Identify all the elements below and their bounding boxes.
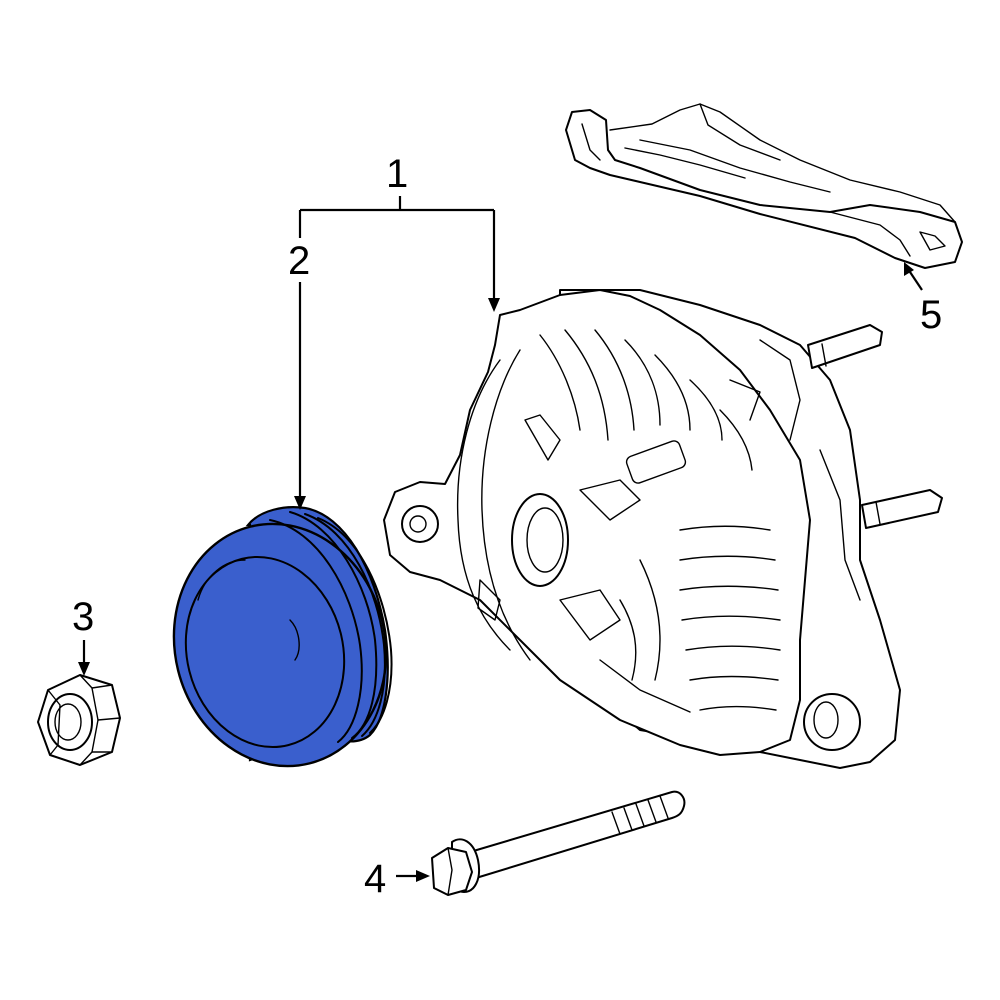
pulley-part[interactable] [149,501,412,789]
callout-1: 1 [386,152,408,196]
callout-2: 2 [288,239,310,283]
bolt-part[interactable] [431,790,686,896]
pulley-face [172,522,388,768]
callout-3: 3 [72,595,94,639]
callout-labels: 1 2 3 4 5 [72,152,942,901]
alternator-part[interactable] [383,289,943,769]
bracket-part[interactable] [565,103,963,269]
callout-5: 5 [920,293,942,337]
nut-part[interactable] [37,674,121,766]
callout-4: 4 [364,857,386,901]
callout-leaders [78,196,923,882]
